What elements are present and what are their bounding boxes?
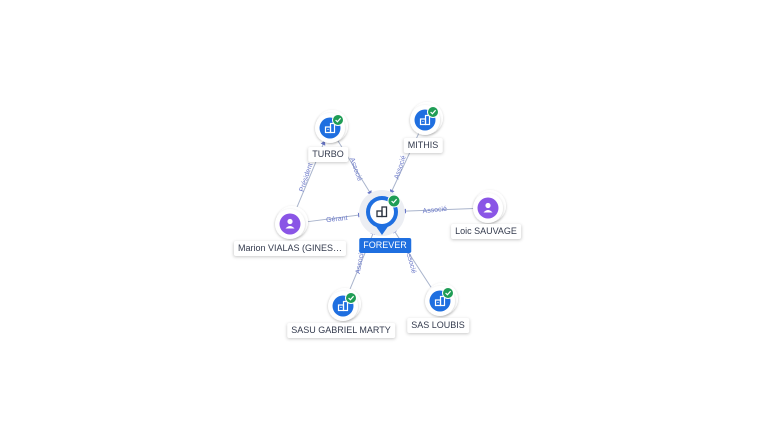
building-icon	[324, 122, 336, 134]
building-icon	[337, 300, 349, 312]
edge-label-mithis-forever: Associé	[393, 155, 407, 181]
node-label-turbo[interactable]: TURBO	[308, 147, 348, 162]
verified-check-icon	[345, 292, 357, 304]
building-icon	[419, 114, 431, 126]
edge-label-loic-forever: Associé	[422, 206, 447, 216]
node-mithis[interactable]	[410, 102, 443, 135]
edge-label-marion-forever: Gérant	[326, 215, 348, 224]
node-forever[interactable]	[359, 190, 405, 236]
node-turbo[interactable]	[315, 110, 348, 143]
edge-label-marion-turbo: Président	[299, 162, 315, 192]
person-icon	[285, 218, 295, 229]
edge-label-sasu-forever: Associé	[355, 249, 366, 274]
node-label-loic[interactable]: Loic SAUVAGE	[451, 224, 521, 239]
node-label-marion[interactable]: Marion VIALAS (GINES…	[233, 241, 347, 256]
edge-label-turbo-forever: Associé	[348, 157, 363, 183]
verified-check-icon	[387, 194, 401, 208]
node-loic[interactable]	[473, 190, 506, 223]
node-loubis[interactable]	[425, 283, 458, 316]
node-label-forever[interactable]: FOREVER	[359, 238, 411, 253]
person-icon	[483, 202, 493, 213]
verified-check-icon	[332, 114, 344, 126]
node-sasu[interactable]	[328, 288, 361, 321]
edge-loic-forever	[401, 208, 475, 214]
verified-check-icon	[427, 106, 439, 118]
edge-marion-forever	[303, 212, 363, 223]
verified-check-icon	[442, 287, 454, 299]
building-icon	[376, 206, 388, 218]
building-icon	[434, 295, 446, 307]
node-label-sasu[interactable]: SASU GABRIEL MARTY	[287, 323, 395, 338]
node-marion[interactable]	[275, 206, 308, 239]
node-label-loubis[interactable]: SAS LOUBIS	[407, 318, 469, 333]
node-label-mithis[interactable]: MITHIS	[403, 138, 443, 153]
